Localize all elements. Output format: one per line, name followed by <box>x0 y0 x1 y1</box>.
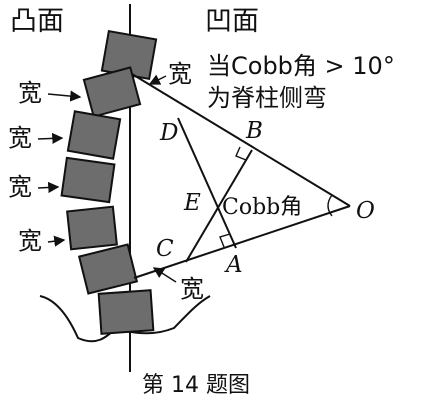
wide-label-1: 宽 <box>168 60 192 88</box>
wide-label-2: 宽 <box>18 79 42 107</box>
wide-label-6: 宽 <box>180 275 204 303</box>
figure-caption: 第 14 题图 <box>142 373 250 398</box>
wide-arrow-2 <box>47 90 82 102</box>
point-label-E: E <box>183 190 201 216</box>
point-label-O: O <box>356 198 375 224</box>
cobb-angle-arc <box>327 194 333 217</box>
vertebra-5 <box>66 205 118 251</box>
wide-arrow-3 <box>37 132 64 145</box>
upper-tangent-line <box>131 73 351 207</box>
concave-side-label: 凹面 <box>205 6 259 37</box>
wide-label-3: 宽 <box>8 124 32 152</box>
wide-arrow-1 <box>148 74 167 85</box>
right-angle-mark-B <box>235 146 247 161</box>
point-label-C: C <box>156 236 174 262</box>
wide-label-5: 宽 <box>18 227 42 255</box>
point-label-B: B <box>245 118 263 144</box>
criterion-line-1: 当Cobb角 > 10° <box>207 52 395 80</box>
lower-tangent-line <box>133 205 351 279</box>
right-angle-mark-A <box>219 233 231 248</box>
convex-side-label: 凸面 <box>10 6 64 37</box>
perpendicular-DA <box>177 117 237 249</box>
vertebra-7 <box>97 289 155 335</box>
vertebra-6 <box>77 243 139 295</box>
vertebra-4 <box>60 156 116 204</box>
criterion-line-2: 为脊柱侧弯 <box>207 84 327 112</box>
vertebra-2 <box>82 66 142 118</box>
point-label-D: D <box>159 120 178 146</box>
vertebra-3 <box>66 110 122 160</box>
cobb-angle-label: Cobb角 <box>222 195 302 220</box>
wide-arrow-5 <box>47 235 66 247</box>
point-label-A: A <box>224 252 243 278</box>
wide-arrow-4 <box>37 181 60 194</box>
perpendicular-CB <box>185 149 253 263</box>
wide-label-4: 宽 <box>8 173 32 201</box>
